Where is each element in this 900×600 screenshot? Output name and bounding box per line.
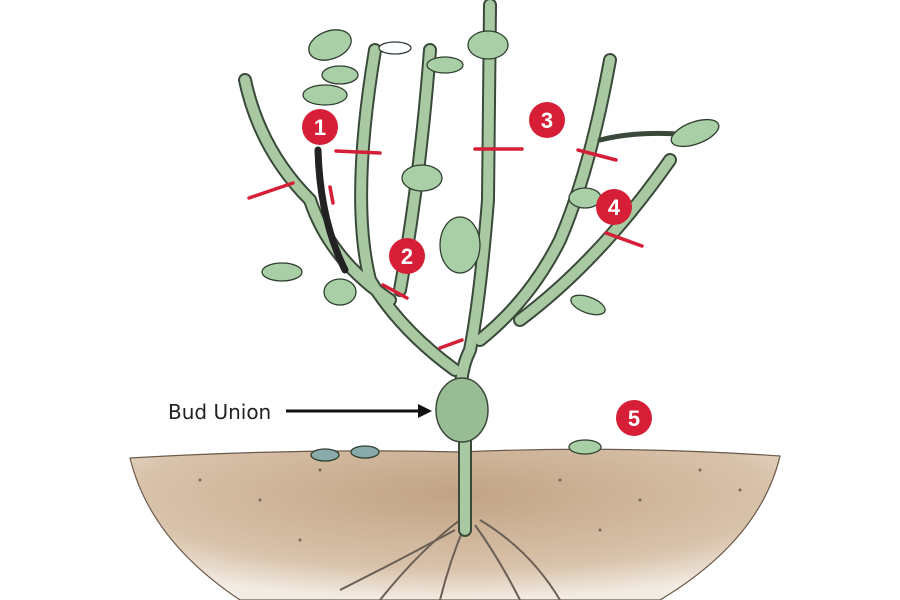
cut-mark: [328, 185, 335, 205]
cut-mark: [334, 149, 382, 155]
marker-5: 5: [616, 400, 652, 436]
arrow-icon: [286, 404, 432, 418]
svg-text:4: 4: [608, 195, 621, 220]
svg-text:3: 3: [541, 108, 553, 133]
bud-union-swelling: [435, 377, 489, 443]
cut-mark: [438, 338, 464, 350]
marker-2: 2: [389, 238, 425, 274]
soil-speckles: [198, 468, 742, 542]
cut-mark: [576, 148, 618, 162]
marker-4: 4: [596, 189, 632, 225]
cut-mark: [247, 181, 295, 200]
cut-mark: [381, 283, 409, 300]
svg-text:5: 5: [628, 406, 640, 431]
cut-mark: [604, 231, 644, 248]
bud-union-label: Bud Union: [168, 400, 271, 424]
marker-1: 1: [302, 109, 338, 145]
svg-text:2: 2: [401, 244, 413, 269]
pruning-cut-marks: [247, 147, 644, 350]
marker-3: 3: [529, 102, 565, 138]
leaves: [261, 29, 720, 462]
svg-text:1: 1: [314, 115, 326, 140]
